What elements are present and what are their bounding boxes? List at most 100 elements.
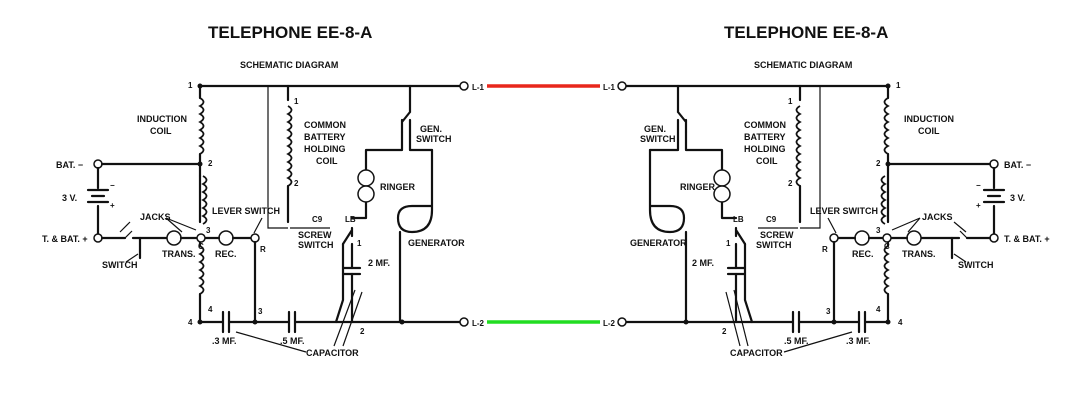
- left-label-4-bottom: 4: [188, 318, 193, 327]
- right-cb-label-3: HOLDING: [744, 144, 786, 154]
- right-wire: [953, 253, 967, 263]
- right-induction-coil-middle: [880, 175, 887, 225]
- left-wire: [334, 242, 354, 324]
- left-bottom-2: 2: [360, 327, 365, 336]
- left-wire: [253, 217, 263, 234]
- right-label-c: C: [884, 242, 890, 251]
- left-receiver[interactable]: [218, 230, 234, 246]
- left-lb-label: LB: [345, 215, 356, 224]
- left-lever-switch-label: LEVER SWITCH: [212, 206, 280, 216]
- right-gen-switch-label-2: SWITCH: [640, 134, 676, 144]
- right-node: [831, 319, 837, 325]
- right-r-terminal[interactable]: [829, 233, 839, 243]
- right-capacitor-point3: [857, 310, 867, 334]
- right-l1-terminal[interactable]: [617, 81, 627, 91]
- right-jacks-label: JACKS: [922, 212, 953, 222]
- right-point3-label: .3 MF.: [846, 336, 871, 346]
- right-wire: [827, 217, 837, 234]
- right-cb-label-4: COIL: [756, 156, 778, 166]
- left-jack-3[interactable]: [196, 233, 206, 243]
- right-subtitle: SCHEMATIC DIAGRAM: [754, 60, 852, 70]
- left-hc-2: 2: [294, 179, 299, 188]
- left-label-4-top: 4: [208, 305, 213, 314]
- right-jack-3[interactable]: [882, 233, 892, 243]
- left-screw-switch: [341, 226, 354, 246]
- left-l1-terminal[interactable]: [459, 81, 469, 91]
- right-switch-blade: [959, 230, 968, 239]
- left-r-label: R: [260, 245, 266, 254]
- left-capacitor-label: CAPACITOR: [306, 348, 359, 358]
- right-screw-label-1: SCREW: [760, 230, 794, 240]
- right-hc-1: 1: [788, 97, 793, 106]
- right-gen-switch-label-1: GEN.: [644, 124, 666, 134]
- right-receiver[interactable]: [854, 230, 870, 246]
- right-induction-coil-top: [883, 97, 890, 155]
- left-induction-label-1: INDUCTION: [137, 114, 187, 124]
- right-ringer-bell-2: [713, 185, 731, 203]
- left-node: [399, 319, 405, 325]
- right-l2-terminal[interactable]: [617, 317, 627, 327]
- right-hc-2: 2: [788, 179, 793, 188]
- left-screw-label-2: SWITCH: [298, 240, 334, 250]
- right-cb-label-2: BATTERY: [744, 132, 786, 142]
- right-holding-coil: [795, 105, 802, 187]
- right-trans-label: TRANS.: [902, 249, 936, 259]
- left-ringer-bell-2: [357, 185, 375, 203]
- right-screw-switch: [734, 226, 747, 246]
- left-wire: [125, 253, 139, 263]
- left-cb-label-1: COMMON: [304, 120, 346, 130]
- right-transmitter[interactable]: [906, 230, 922, 246]
- left-transmitter[interactable]: [166, 230, 182, 246]
- right-node: [683, 319, 689, 325]
- right-point5-label: .5 MF.: [784, 336, 809, 346]
- right-t-bat-plus-label: T. & BAT. +: [1004, 234, 1050, 244]
- right-l1-label: L-1: [603, 83, 616, 92]
- left-wire: [267, 86, 288, 229]
- right-r-label: R: [822, 245, 828, 254]
- right-gen-switch: [676, 84, 688, 134]
- left-point3-label: .3 MF.: [212, 336, 237, 346]
- left-switch-blade: [124, 230, 133, 239]
- left-bat-minus-terminal[interactable]: [93, 159, 103, 169]
- right-l2-label: L-2: [603, 319, 616, 328]
- left-2mf-label: 2 MF.: [368, 258, 390, 268]
- left-bat-minus-sign: −: [110, 181, 115, 190]
- left-node: [197, 319, 203, 325]
- right-ringer-bell-1: [713, 169, 731, 187]
- left-bat-plus-sign: +: [110, 201, 115, 210]
- right-induction-label-2: COIL: [918, 126, 940, 136]
- left-induction-coil-top: [198, 97, 205, 155]
- right-induction-label-1: INDUCTION: [904, 114, 954, 124]
- left-subtitle: SCHEMATIC DIAGRAM: [240, 60, 338, 70]
- left-induction-coil-bottom: [198, 245, 205, 295]
- left-holding-coil: [286, 105, 293, 187]
- left-bat-minus-label: BAT. −: [56, 160, 83, 170]
- left-trans-label: TRANS.: [162, 249, 196, 259]
- left-wire: [119, 217, 197, 233]
- right-capacitor-point5: [791, 310, 801, 334]
- left-l2-label: L-2: [472, 319, 485, 328]
- left-c9-label: C9: [312, 215, 323, 224]
- left-capacitor-point3: [221, 310, 231, 334]
- right-label-1: 1: [896, 81, 901, 90]
- right-wire: [734, 242, 754, 324]
- left-r-terminal[interactable]: [250, 233, 260, 243]
- left-t-bat-plus-terminal[interactable]: [93, 233, 103, 243]
- left-gen-switch-label-2: SWITCH: [416, 134, 452, 144]
- right-generator: [648, 148, 688, 324]
- right-t-bat-plus-terminal[interactable]: [989, 233, 999, 243]
- right-bat-minus-terminal[interactable]: [989, 159, 999, 169]
- left-switch-label: SWITCH: [102, 260, 138, 270]
- left-ringer-bell-1: [357, 169, 375, 187]
- right-screw-label-2: SWITCH: [756, 240, 792, 250]
- right-rec-label: REC.: [852, 249, 874, 259]
- left-induction-coil-middle: [201, 175, 208, 225]
- right-title: TELEPHONE EE-8-A: [724, 23, 888, 42]
- right-bottom-2: 2: [722, 327, 727, 336]
- right-induction-coil-bottom: [883, 245, 890, 295]
- left-battery: [86, 188, 110, 204]
- left-l2-terminal[interactable]: [459, 317, 469, 327]
- right-lever-switch-label: LEVER SWITCH: [810, 206, 878, 216]
- right-capacitor-label: CAPACITOR: [730, 348, 783, 358]
- right-bat-minus-label: BAT. −: [1004, 160, 1031, 170]
